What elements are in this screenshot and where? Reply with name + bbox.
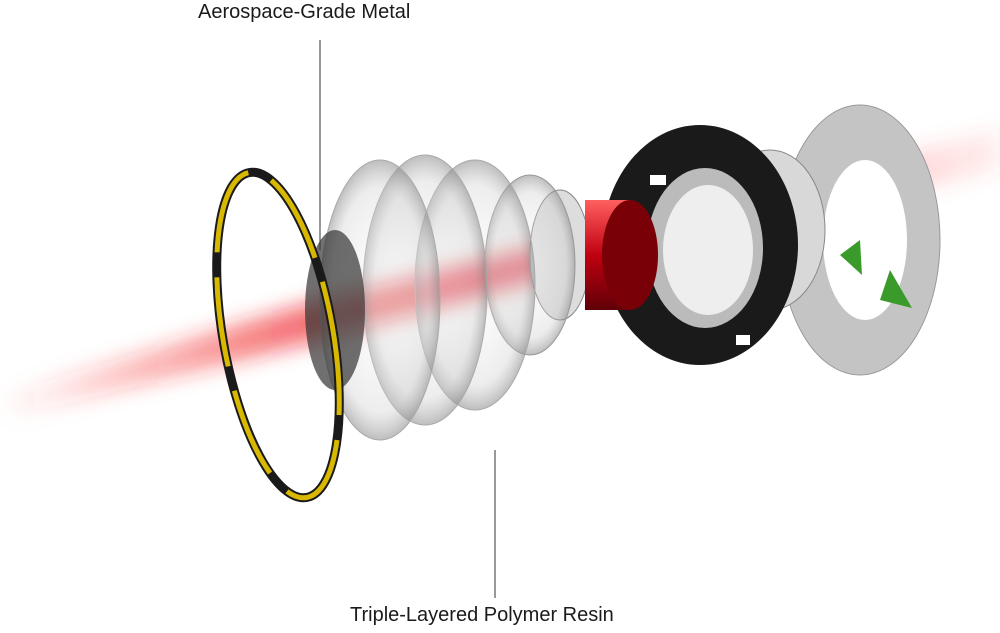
gold-metal-ring [212,167,344,503]
black-housing-ring [602,125,798,365]
polymer-diaphragm-layers [305,154,576,441]
aerospace-metal-label: Aerospace-Grade Metal [198,1,411,23]
polymer-resin-label: Triple-Layered Polymer Resin [350,604,614,626]
green-arrow-icon [840,240,862,275]
green-arrow-icon [880,270,912,308]
